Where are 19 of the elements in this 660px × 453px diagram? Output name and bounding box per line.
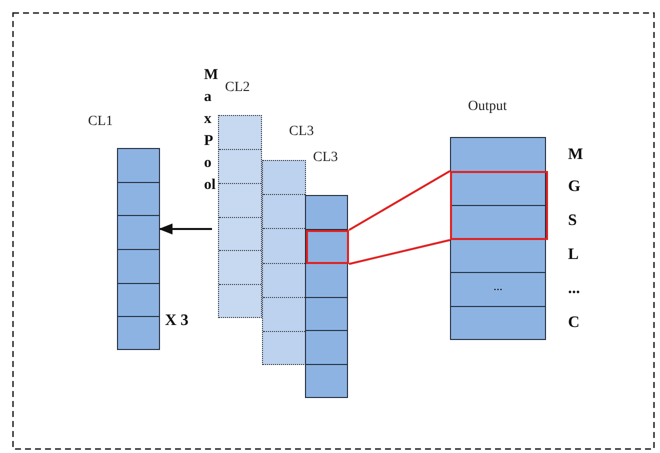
highlight-box — [450, 171, 548, 240]
cell-text: ... — [492, 279, 504, 294]
layer-label: Output — [468, 99, 507, 115]
connector-line — [348, 239, 450, 265]
row-label: S — [568, 212, 577, 230]
row-label: X 3 — [165, 312, 189, 330]
row-label: M — [568, 146, 584, 164]
layer-label: CL3 — [313, 150, 338, 166]
layer-label: CL2 — [225, 80, 250, 96]
operation-label: MaxPool — [204, 66, 217, 195]
row-label: L — [568, 246, 579, 264]
row-label: ... — [568, 280, 580, 298]
connector-line — [348, 170, 450, 231]
row-label: G — [568, 178, 580, 196]
layer-label: CL1 — [88, 114, 113, 130]
highlight-box — [306, 230, 349, 264]
arrow — [158, 223, 212, 235]
layer-label: CL3 — [289, 124, 314, 140]
row-label: C — [568, 314, 580, 332]
